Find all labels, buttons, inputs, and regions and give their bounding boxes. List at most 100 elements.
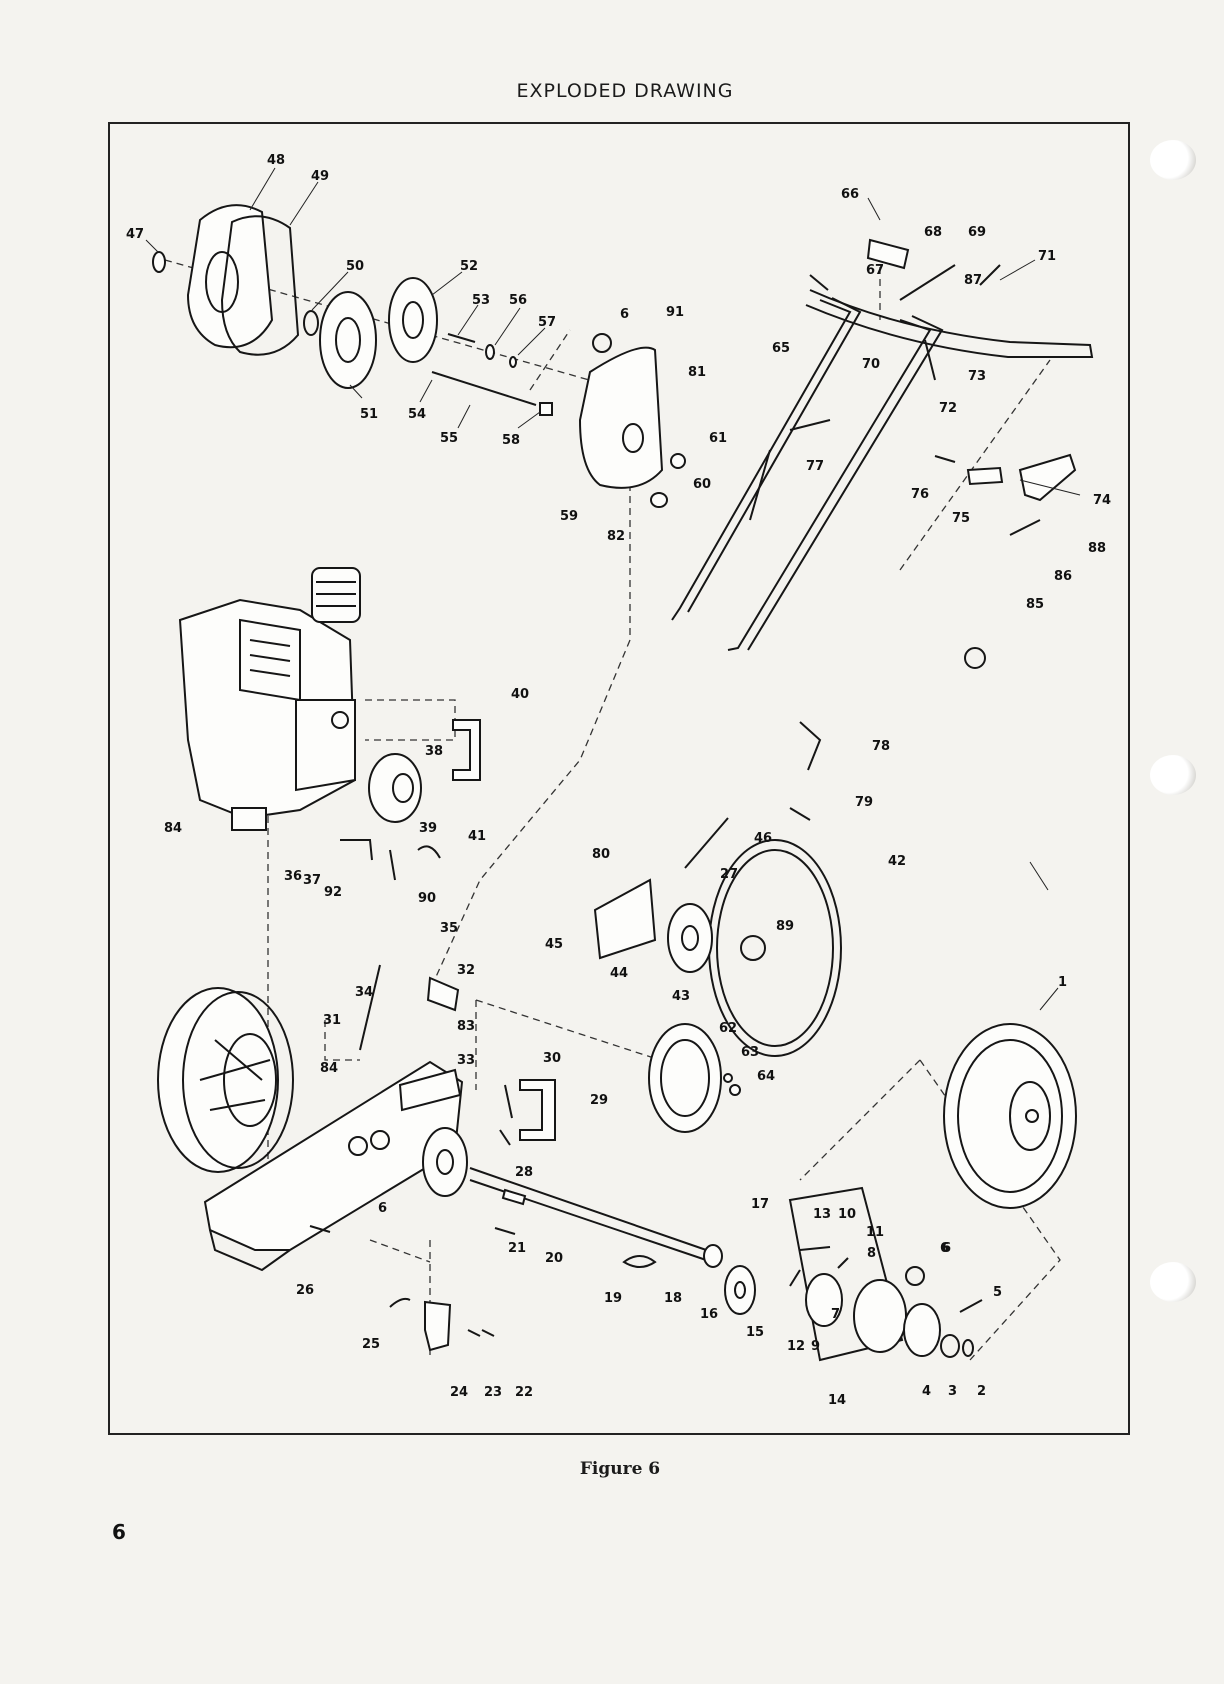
detent-plate <box>424 1300 452 1352</box>
wheels <box>157 987 1077 1209</box>
part-label: 60 <box>693 477 711 492</box>
part-label: 58 <box>502 433 520 448</box>
part-label: 24 <box>450 1385 468 1400</box>
part-label: 13 <box>813 1207 831 1222</box>
part-label: 31 <box>323 1013 341 1028</box>
part-label: 34 <box>355 985 373 1000</box>
part-label: 59 <box>560 509 578 524</box>
part-label: 39 <box>419 821 437 836</box>
handle-left-bar <box>671 299 852 621</box>
engine-assembly <box>178 567 481 881</box>
part-label: 43 <box>672 989 690 1004</box>
part-label: 1 <box>1058 975 1067 990</box>
part-label: 88 <box>1088 541 1106 556</box>
part-label: 6 <box>378 1201 387 1216</box>
part-label: 91 <box>666 305 684 320</box>
part-label: 57 <box>538 315 556 330</box>
part-label: 52 <box>460 259 478 274</box>
part-label: 44 <box>610 966 628 981</box>
part-label: 7 <box>831 1307 840 1322</box>
part-label: 62 <box>719 1021 737 1036</box>
part-label: 86 <box>1054 569 1072 584</box>
part-label: 6 <box>620 307 629 322</box>
part-label: 84 <box>320 1061 338 1076</box>
handle-assembly <box>671 238 1094 669</box>
part-label: 42 <box>888 854 906 869</box>
part-label: 45 <box>545 937 563 952</box>
part-label: 3 <box>948 1384 957 1399</box>
part-label: 54 <box>408 407 426 422</box>
part-label: 84 <box>164 821 182 836</box>
part-label: 27 <box>720 867 738 882</box>
part-label: 21 <box>508 1241 526 1256</box>
small-parts <box>389 1297 495 1352</box>
part-label: 56 <box>509 293 527 308</box>
part-label: 16 <box>700 1307 718 1322</box>
part-label: 70 <box>862 357 880 372</box>
clutch-lever <box>1018 453 1077 502</box>
part-label: 35 <box>440 921 458 936</box>
part-label: 69 <box>968 225 986 240</box>
handle-crossbar <box>805 289 1094 358</box>
chassis-assembly <box>203 964 741 1272</box>
part-label: 37 <box>303 873 321 888</box>
part-label: 79 <box>855 795 873 810</box>
wheel-left <box>157 987 279 1173</box>
part-label: 73 <box>968 369 986 384</box>
binder-hole <box>1150 755 1196 795</box>
binder-hole <box>1150 1262 1196 1302</box>
part-label: 51 <box>360 407 378 422</box>
part-label: 53 <box>472 293 490 308</box>
part-label: 83 <box>457 1019 475 1034</box>
link <box>966 466 1004 486</box>
part-label: 12 <box>787 1339 805 1354</box>
part-label: 90 <box>418 891 436 906</box>
gasket <box>220 215 300 356</box>
part-label: 47 <box>126 227 144 242</box>
spring <box>684 817 729 869</box>
part-label: 63 <box>741 1045 759 1060</box>
throttle-control <box>866 238 910 270</box>
belt-drive <box>593 721 842 1057</box>
part-label: 75 <box>952 511 970 526</box>
retaining-ring <box>303 310 319 336</box>
part-label: 40 <box>511 687 529 702</box>
part-label: 28 <box>515 1165 533 1180</box>
binder-hole <box>1150 140 1196 180</box>
part-label: 92 <box>324 885 342 900</box>
part-label: 71 <box>1038 249 1056 264</box>
part-label: 46 <box>754 831 772 846</box>
bracket-29 <box>519 1079 556 1141</box>
part-label: 38 <box>425 744 443 759</box>
idler-arm <box>593 878 657 960</box>
part-label: 36 <box>284 869 302 884</box>
gear-case-plate <box>578 346 664 489</box>
axle-hub-left <box>422 1127 468 1197</box>
axle <box>469 1167 713 1253</box>
drive-hub <box>853 1279 907 1353</box>
part-label: 81 <box>688 365 706 380</box>
part-label: 55 <box>440 431 458 446</box>
part-label: 18 <box>664 1291 682 1306</box>
hub-assembly <box>494 1186 983 1362</box>
part-labels: 1 2 3 4 5 6 7 8 9 10 11 12 13 14 15 16 1… <box>126 153 1111 1408</box>
part-label: 6 <box>942 1241 951 1256</box>
part-label: 10 <box>838 1207 856 1222</box>
part-label: 6 <box>940 1241 949 1256</box>
thrust-washer <box>724 1265 756 1315</box>
part-label: 9 <box>811 1339 820 1354</box>
part-label: 8 <box>867 1246 876 1261</box>
gear-case-assembly <box>152 204 686 508</box>
part-label: 20 <box>545 1251 563 1266</box>
part-label: 68 <box>924 225 942 240</box>
pulley <box>368 753 422 823</box>
bracket <box>452 719 481 781</box>
part-label: 17 <box>751 1197 769 1212</box>
part-label: 14 <box>828 1393 846 1408</box>
figure-caption: Figure 6 <box>579 1459 661 1479</box>
part-label: 22 <box>515 1385 533 1400</box>
part-label: 67 <box>866 263 884 278</box>
part-label: 66 <box>841 187 859 202</box>
